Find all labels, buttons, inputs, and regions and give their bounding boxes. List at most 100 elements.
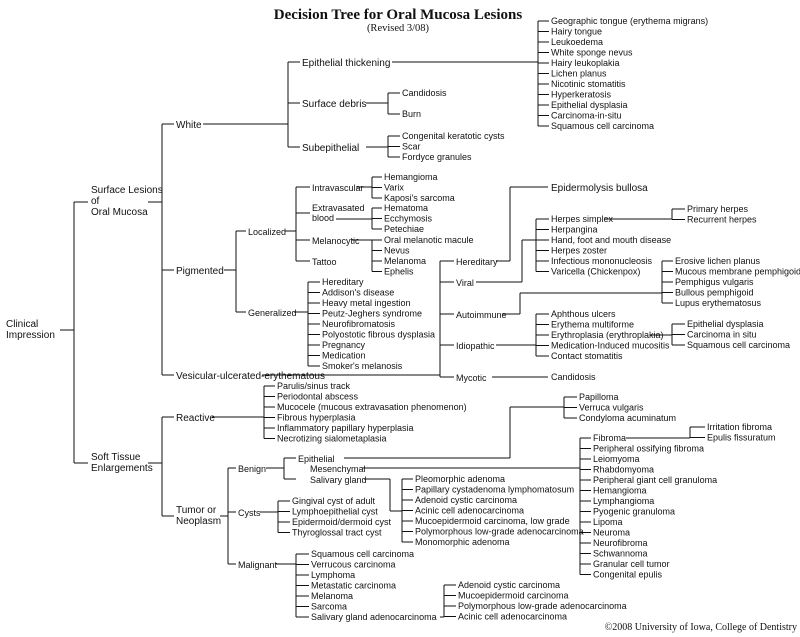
node-congenital-keratotic-cysts: Congenital keratotic cysts: [402, 131, 505, 141]
node-hemangioma: Hemangioma: [593, 486, 647, 496]
node-lymphangioma: Lymphangioma: [593, 496, 654, 506]
node-pigmented: Pigmented: [176, 266, 224, 277]
node-reactive: Reactive: [176, 413, 215, 424]
node-rhabdomyoma: Rhabdomyoma: [593, 465, 654, 475]
node-carcinoma-in-situ: Carcinoma in situ: [687, 330, 757, 340]
node-autoimmune: Autoimmune: [456, 310, 507, 320]
node-schwannoma: Schwannoma: [593, 549, 648, 559]
node-burn: Burn: [402, 109, 421, 119]
node-intravascular: Intravascular: [312, 183, 364, 193]
node-mucoepidermoid-carcinoma-low-grade: Mucoepidermoid carcinoma, low grade: [415, 516, 570, 526]
node-hemangioma: Hemangioma: [384, 172, 438, 182]
node-kaposi-s-sarcoma: Kaposi's sarcoma: [384, 193, 455, 203]
node-medication-induced-mucositis: Medication-Induced mucositis: [551, 341, 670, 351]
node-condyloma-acuminatum: Condyloma acuminatum: [579, 413, 676, 423]
node-aphthous-ulcers: Aphthous ulcers: [551, 309, 616, 319]
node-gingival-cyst-of-adult: Gingival cyst of adult: [292, 496, 376, 506]
node-idiopathic: Idiopathic: [456, 341, 495, 351]
node-acinic-cell-adenocarcinoma: Acinic cell adenocarcinoma: [415, 506, 524, 516]
node-lymphoepithelial-cyst: Lymphoepithelial cyst: [292, 507, 378, 517]
node-candidosis: Candidosis: [551, 372, 596, 382]
node-herpes-simplex: Herpes simplex: [551, 214, 614, 224]
node-subepithelial: Subepithelial: [302, 143, 359, 154]
node-medication: Medication: [322, 351, 366, 361]
node-hereditary: Hereditary: [322, 277, 364, 287]
node-squamous-cell-carcinoma: Squamous cell carcinoma: [311, 549, 414, 559]
node-neuroma: Neuroma: [593, 528, 630, 538]
node-parulis-sinus-track: Parulis/sinus track: [277, 381, 351, 391]
node-verruca-vulgaris: Verruca vulgaris: [579, 403, 644, 413]
node-carcinoma-in-situ: Carcinoma-in-situ: [551, 111, 622, 121]
node-peutz-jeghers-syndrome: Peutz-Jeghers syndrome: [322, 309, 422, 319]
node-leiomyoma: Leiomyoma: [593, 454, 640, 464]
node-epithelial-dysplasia: Epithelial dysplasia: [551, 100, 628, 110]
node-neurofibromatosis: Neurofibromatosis: [322, 319, 396, 329]
node-hyperkeratosis: Hyperkeratosis: [551, 90, 612, 100]
node-hand-foot-and-mouth-disease: Hand, foot and mouth disease: [551, 235, 671, 245]
node-white-sponge-nevus: White sponge nevus: [551, 48, 633, 58]
node-periodontal-abscess: Periodontal abscess: [277, 392, 359, 402]
node-mycotic: Mycotic: [456, 373, 487, 383]
node-varicella-chickenpox: Varicella (Chickenpox): [551, 267, 640, 277]
node-infectious-mononucleosis: Infectious mononucleosis: [551, 256, 653, 266]
node-papillary-cystadenoma-lymphomatosum: Papillary cystadenoma lymphomatosum: [415, 485, 574, 495]
node-melanoma: Melanoma: [384, 256, 426, 266]
node-metastatic-carcinoma: Metastatic carcinoma: [311, 581, 396, 591]
node-white: White: [176, 120, 202, 131]
node-melanocytic: Melanocytic: [312, 236, 360, 246]
node-nicotinic-stomatitis: Nicotinic stomatitis: [551, 79, 626, 89]
node-lymphoma: Lymphoma: [311, 570, 355, 580]
node-lipoma: Lipoma: [593, 517, 623, 527]
node-ecchymosis: Ecchymosis: [384, 214, 433, 224]
node-erythroplasia-erythroplakia: Erythroplasia (erythroplakia): [551, 330, 664, 340]
node-epithelial-thickening: Epithelial thickening: [302, 58, 390, 69]
node-mucous-membrane-pemphigoid: Mucous membrane pemphigoid: [675, 267, 800, 277]
node-vesicular-ulcerated-erythematous: Vesicular-ulcerated-erythematous: [176, 371, 325, 382]
node-benign: Benign: [238, 464, 266, 474]
node-polymorphous-low-grade-adenocarcinoma: Polymorphous low-grade adenocarcinoma: [458, 601, 627, 611]
node-acinic-cell-adenocarcinoma: Acinic cell adenocarcinoma: [458, 612, 567, 622]
tree-connectors: [60, 20, 705, 618]
node-fordyce-granules: Fordyce granules: [402, 152, 472, 162]
node-epithelial: Epithelial: [298, 454, 335, 464]
node-necrotizing-sialometaplasia: Necrotizing sialometaplasia: [277, 434, 387, 444]
copyright-notice: ©2008 University of Iowa, College of Den…: [605, 622, 797, 633]
node-fibroma: Fibroma: [593, 433, 626, 443]
node-hairy-leukoplakia: Hairy leukoplakia: [551, 58, 620, 68]
node-adenoid-cystic-carcinoma: Adenoid cystic carcinoma: [415, 495, 517, 505]
node-pleomorphic-adenoma: Pleomorphic adenoma: [415, 474, 505, 484]
node-varix: Varix: [384, 183, 404, 193]
node-sarcoma: Sarcoma: [311, 602, 347, 612]
node-herpes-zoster: Herpes zoster: [551, 246, 607, 256]
node-geographic-tongue-erythema-migrans: Geographic tongue (erythema migrans): [551, 16, 708, 26]
node-pyogenic-granuloma: Pyogenic granuloma: [593, 507, 675, 517]
node-herpangina: Herpangina: [551, 225, 598, 235]
node-leukoedema: Leukoedema: [551, 37, 603, 47]
node-lichen-planus: Lichen planus: [551, 69, 607, 79]
node-pemphigus-vulgaris: Pemphigus vulgaris: [675, 277, 754, 287]
node-malignant: Malignant: [238, 560, 278, 570]
node-hematoma: Hematoma: [384, 203, 428, 213]
node-mucoepidermoid-carcinoma: Mucoepidermoid carcinoma: [458, 591, 569, 601]
node-salivary-gland-adenocarcinoma: Salivary gland adenocarcinoma: [311, 612, 437, 622]
node-hereditary: Hereditary: [456, 257, 498, 267]
node-papilloma: Papilloma: [579, 392, 619, 402]
node-thyroglossal-tract-cyst: Thyroglossal tract cyst: [292, 528, 382, 538]
node-erythema-multiforme: Erythema multiforme: [551, 320, 634, 330]
node-epidermolysis-bullosa: Epidermolysis bullosa: [551, 183, 648, 194]
node-peripheral-giant-cell-granuloma: Peripheral giant cell granuloma: [593, 475, 717, 485]
node-inflammatory-papillary-hyperplasia: Inflammatory papillary hyperplasia: [277, 423, 414, 433]
node-hairy-tongue: Hairy tongue: [551, 27, 602, 37]
node-contact-stomatitis: Contact stomatitis: [551, 351, 623, 361]
node-polyostotic-fibrous-dysplasia: Polyostotic fibrous dysplasia: [322, 330, 435, 340]
node-polymorphous-low-grade-adenocarcinoma: Polymorphous low-grade adenocarcinoma: [415, 527, 584, 537]
node-epithelial-dysplasia: Epithelial dysplasia: [687, 319, 764, 329]
node-petechiae: Petechiae: [384, 224, 424, 234]
node-peripheral-ossifying-fibroma: Peripheral ossifying fibroma: [593, 444, 704, 454]
